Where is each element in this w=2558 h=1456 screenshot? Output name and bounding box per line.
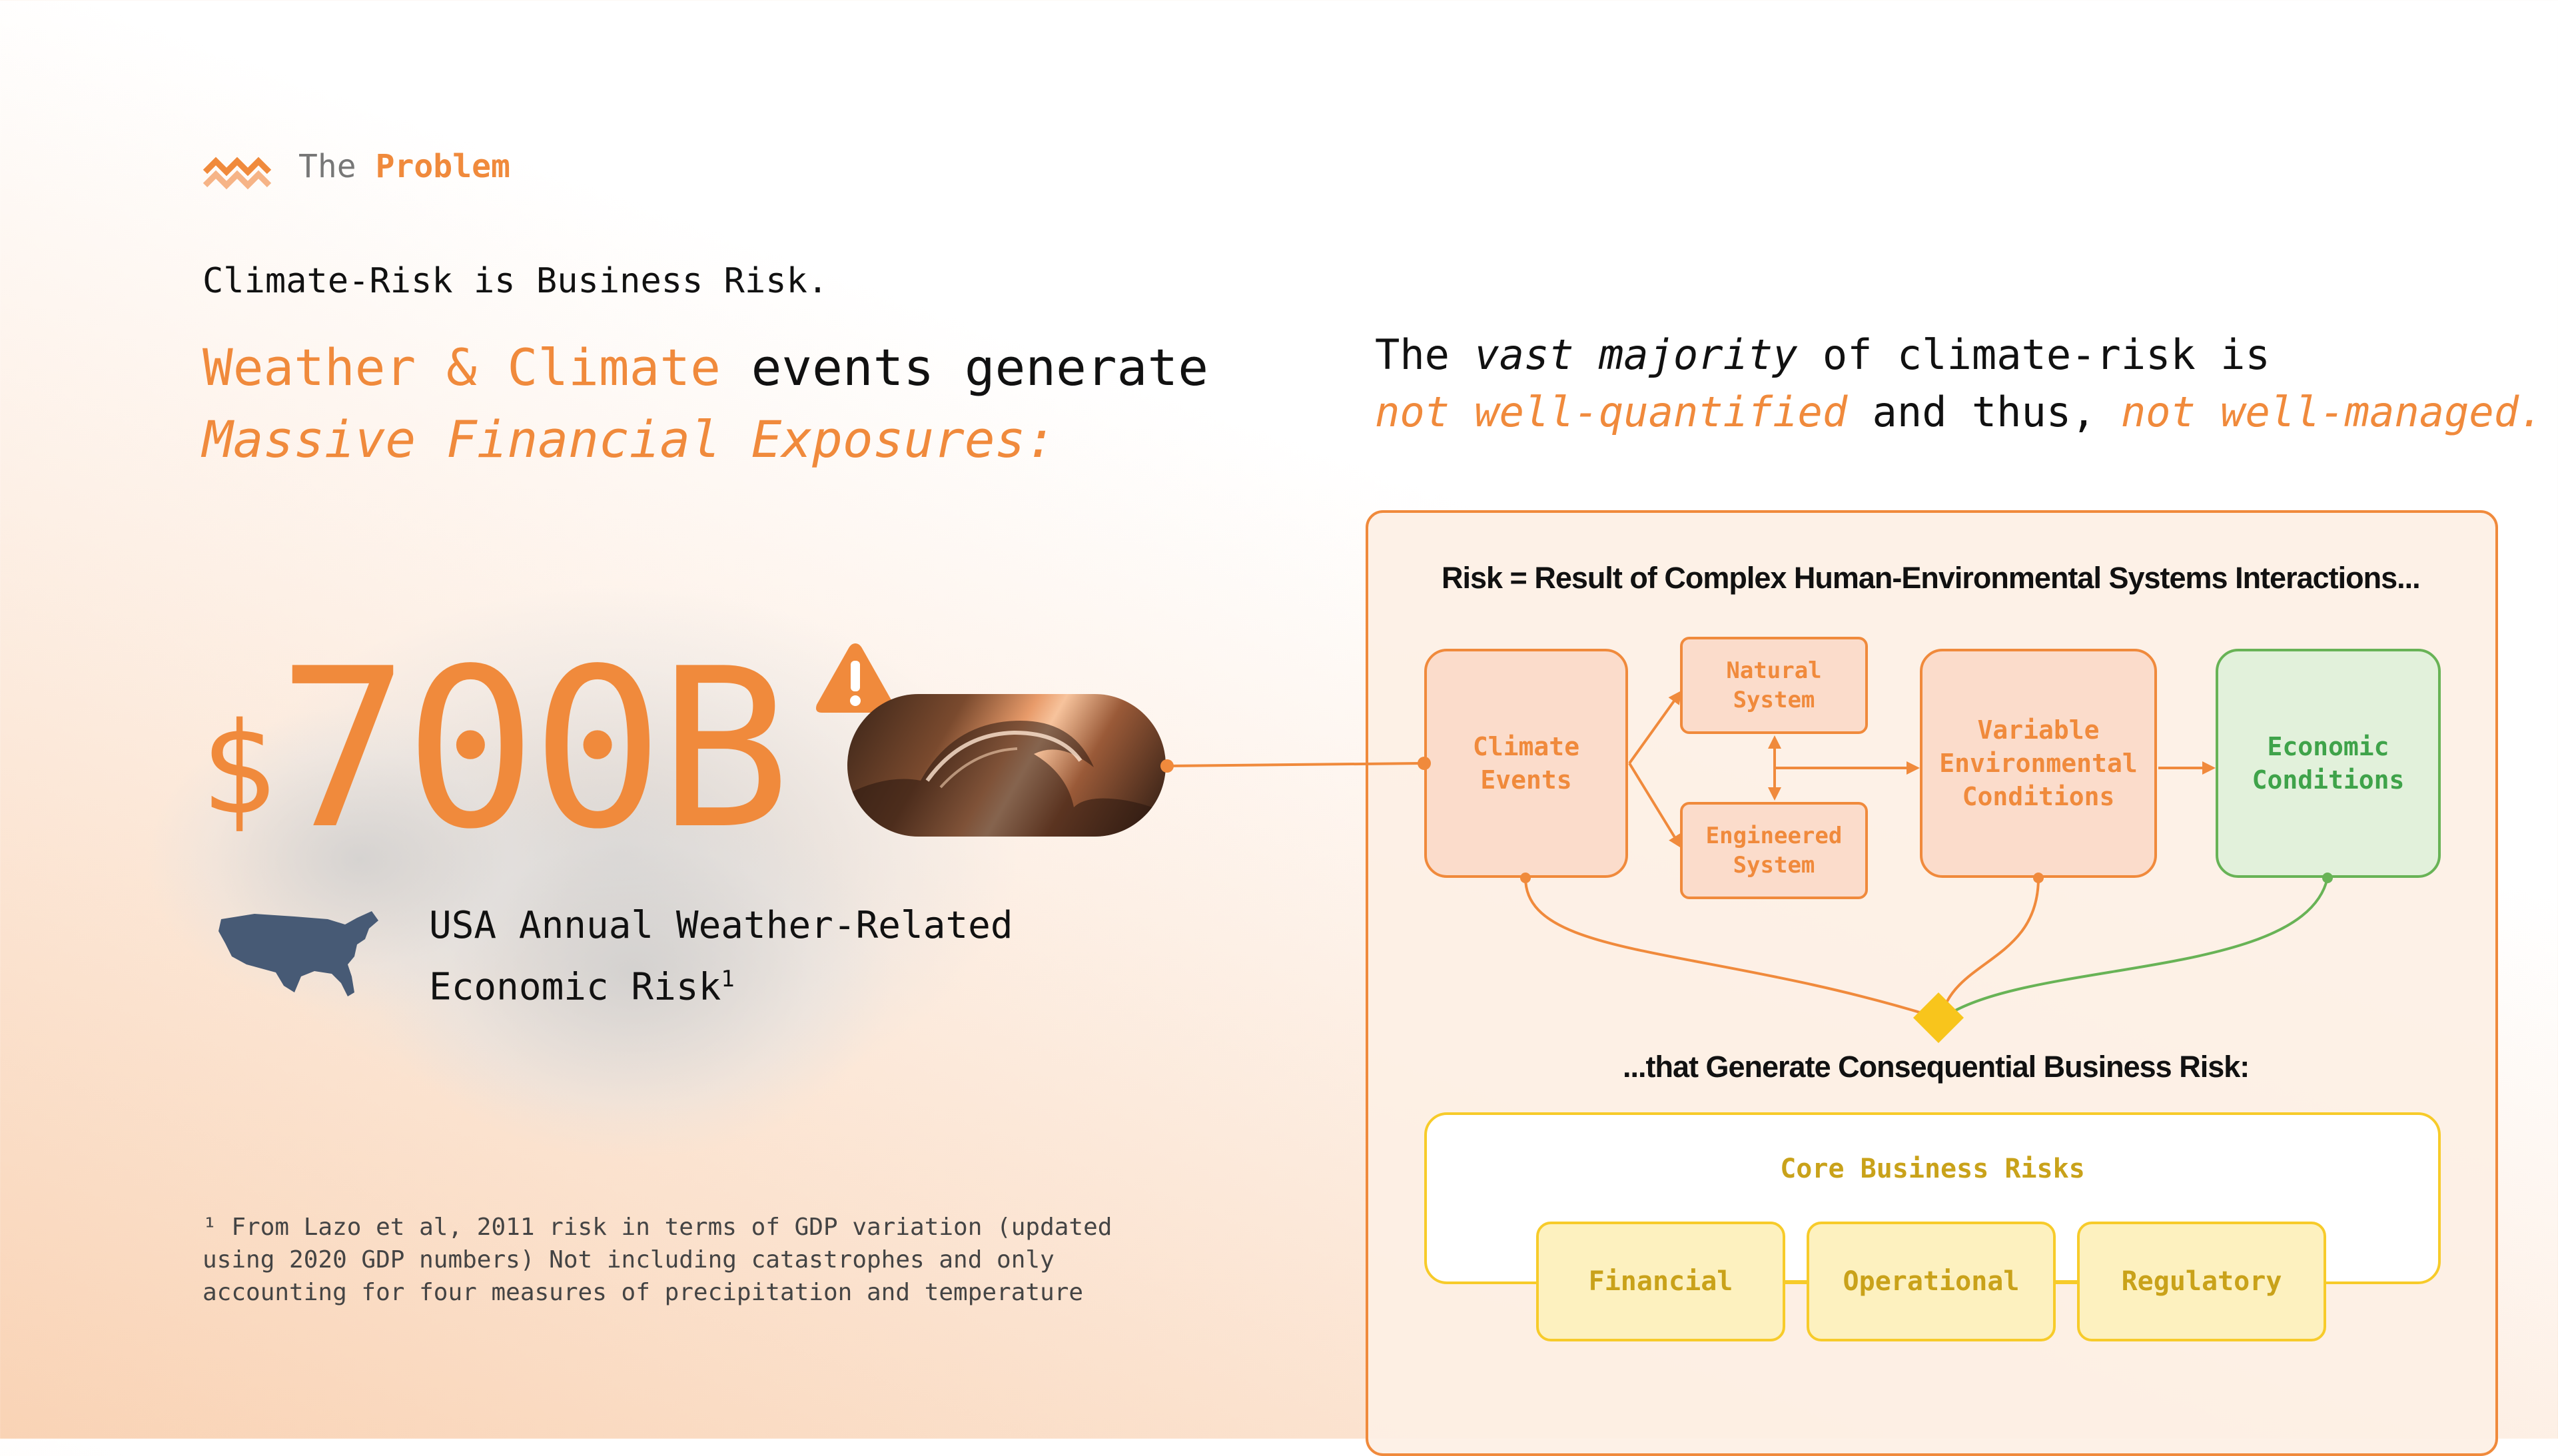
right-head-italic: vast majority	[1474, 330, 1798, 379]
headline-text: events generate	[720, 338, 1208, 397]
right-head-emphasis: not well-quantified	[1375, 388, 1848, 436]
risk-regulatory: Regulatory	[2077, 1222, 2326, 1341]
right-head-text: The	[1375, 330, 1475, 379]
node-variable-conditions: Variable Environmental Conditions	[1920, 649, 2157, 878]
usa-map-icon	[218, 911, 378, 996]
node-label: Natural System	[1726, 657, 1822, 713]
node-natural-system: Natural System	[1680, 637, 1868, 734]
section-prefix: The	[298, 148, 356, 185]
node-label: Variable Environmental Conditions	[1939, 715, 2138, 811]
cloud-background	[147, 706, 573, 1012]
node-label: Economic Conditions	[2252, 732, 2405, 795]
headline-highlight: Weather & Climate	[203, 338, 721, 397]
wave-icon	[847, 721, 1166, 837]
chevron-stripes-logo-icon	[203, 157, 272, 190]
node-label: Engineered System	[1705, 823, 1843, 879]
label-line-1: USA Annual Weather-Related	[429, 904, 1013, 947]
node-engineered-system: Engineered System	[1680, 802, 1868, 899]
wave-image	[847, 694, 1166, 837]
right-head-text: of climate-risk is	[1797, 330, 2270, 379]
big-number: $700B	[200, 639, 791, 859]
warning-icon	[816, 643, 895, 713]
label-line-2: Economic Risk	[429, 965, 721, 1009]
right-head-emphasis: not well-managed.	[2120, 388, 2544, 436]
big-number-label: USA Annual Weather-Related Economic Risk…	[429, 899, 1013, 1014]
section-name: Problem	[375, 148, 510, 185]
headline-emphasis: Massive Financial Exposures:	[203, 410, 1057, 469]
footnote: ¹ From Lazo et al, 2011 risk in terms of…	[203, 1214, 1112, 1306]
core-risks-label: Core Business Risks	[1780, 1154, 2085, 1184]
diagram-title: Risk = Result of Complex Human-Environme…	[1442, 561, 2421, 595]
footnote-marker: 1	[721, 966, 735, 992]
node-climate-events: Climate Events	[1424, 649, 1628, 878]
section-label: The Problem	[298, 148, 510, 185]
right-headline: The vast majority of climate-risk is not…	[1375, 326, 2543, 441]
headline: Weather & Climate events generate Massiv…	[203, 332, 1208, 476]
big-number-value: 700B	[277, 621, 791, 877]
right-head-text: and thus,	[1847, 388, 2121, 436]
diagram-subtitle: ...that Generate Consequential Business …	[1623, 1050, 2250, 1084]
risk-financial: Financial	[1536, 1222, 1785, 1341]
risk-operational: Operational	[1807, 1222, 2056, 1341]
kicker-text: Climate-Risk is Business Risk.	[203, 261, 829, 301]
node-economic-conditions: Economic Conditions	[2216, 649, 2441, 878]
node-label: Climate Events	[1472, 732, 1580, 795]
currency-symbol: $	[200, 695, 276, 843]
